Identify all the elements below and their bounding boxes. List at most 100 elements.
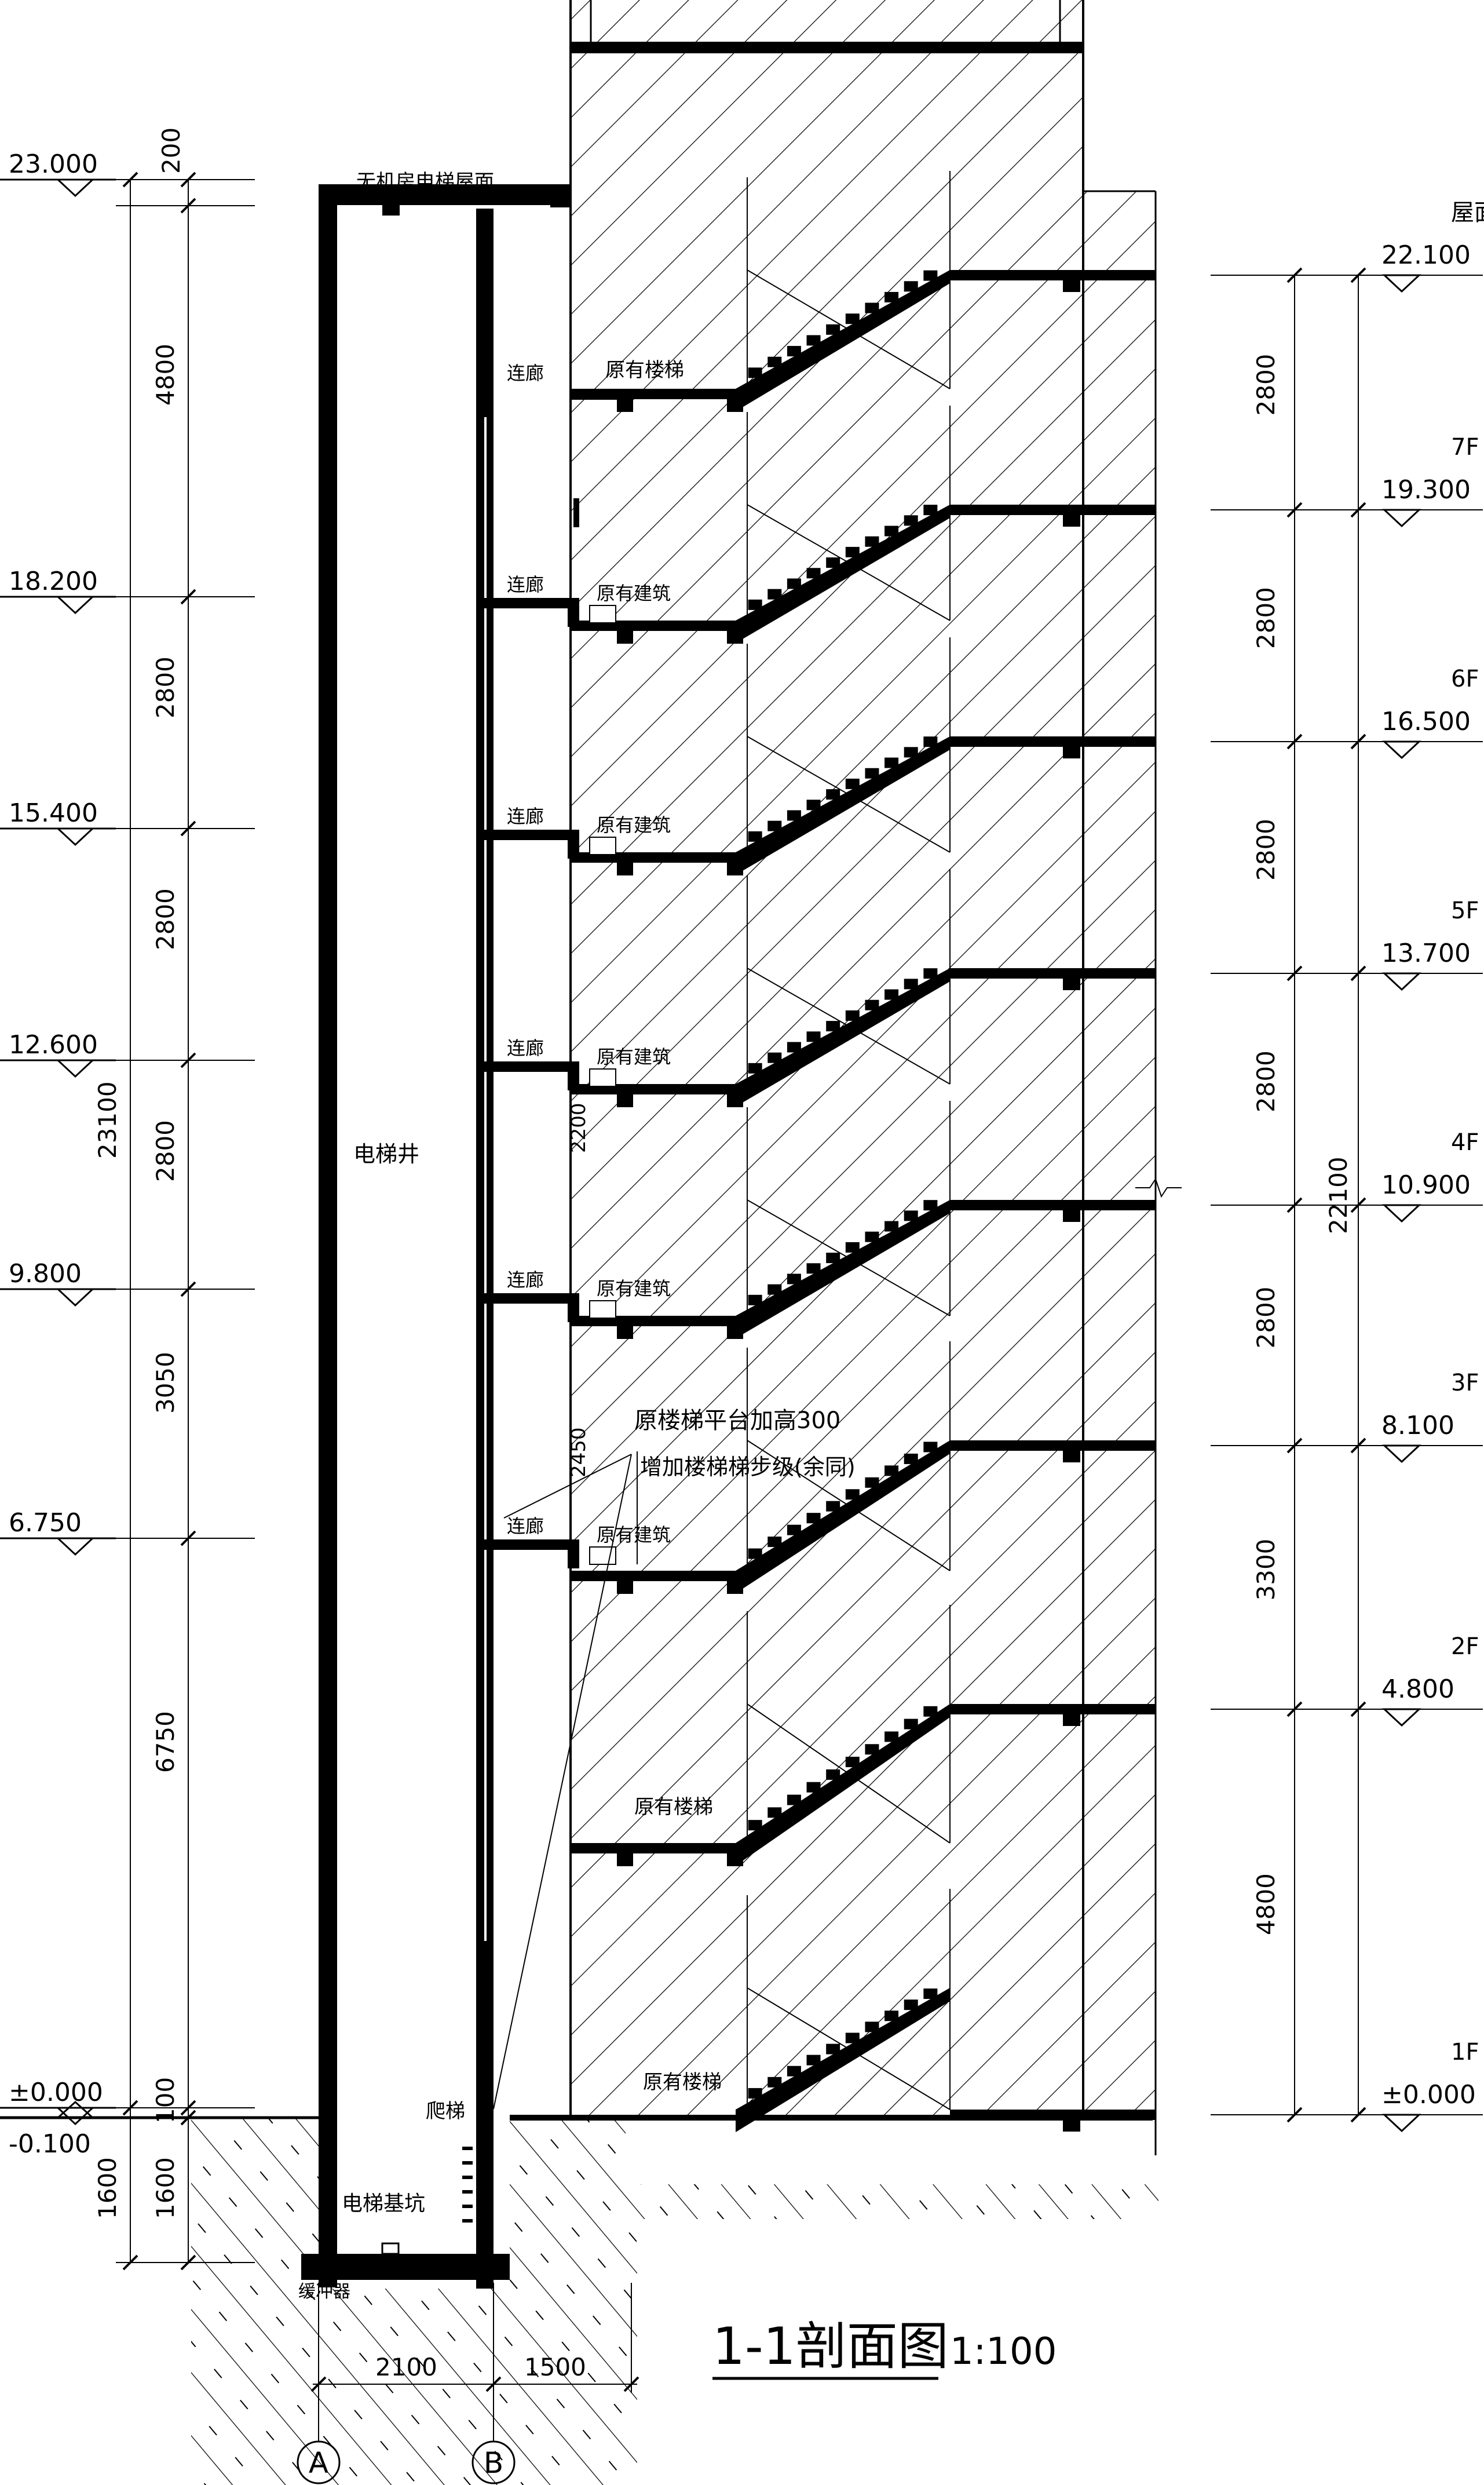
corridors (476, 389, 620, 1568)
elevation-label: -0.100 (9, 2129, 91, 2159)
dim-right-inner: 2800 (1252, 1287, 1280, 1349)
floor-slab (950, 1704, 1156, 1714)
corridor-slab (476, 1061, 575, 1072)
dim-left-inner: 2800 (151, 656, 180, 718)
roof-label: 无机房电梯屋面 (356, 170, 494, 194)
corridor-slab (476, 830, 575, 840)
floor-name: 4F (1451, 1129, 1479, 1156)
dim-left-inner: 200 (157, 127, 185, 174)
dim-left-outer: 1600 (93, 2157, 122, 2219)
axis-a-label: A (309, 2446, 328, 2480)
dim-left-inner: 4800 (151, 344, 180, 406)
floor-slab (950, 1200, 1156, 1210)
existing-stairs (736, 171, 951, 2132)
corridor-label: 连廊 (507, 805, 544, 827)
elevator-shaft (301, 184, 571, 2289)
axis-b-label: B (484, 2446, 503, 2480)
dim-left-outer: 23100 (93, 1081, 122, 1159)
floor-elevation: 13.700 (1381, 939, 1471, 968)
orig-stair-label-top: 原有楼梯 (605, 359, 684, 382)
stair-flight (736, 1988, 950, 2132)
floor-elevation: 10.900 (1381, 1170, 1471, 1200)
dim-right-inner: 3300 (1252, 1539, 1280, 1601)
corridor-label: 连廊 (507, 362, 544, 384)
floor-name: 屋面 (1451, 199, 1484, 226)
pit-ladder (462, 2147, 473, 2223)
floor-name: 6F (1451, 666, 1479, 692)
dim-right-inner: 4800 (1252, 1873, 1280, 1935)
dim-2450: 2450 (567, 1427, 590, 1477)
floor-elevation: 16.500 (1381, 707, 1471, 736)
note-line-2: 增加楼梯梯步级(余同) (640, 1454, 856, 1480)
corridor-label: 连廊 (507, 1269, 544, 1291)
orig-building-label: 原有建筑 (597, 1046, 671, 1068)
orig-stair-label-2: 原有楼梯 (634, 1796, 713, 1819)
existing-top-beam (571, 42, 1083, 53)
elevation-label: 6.750 (9, 1508, 82, 1538)
stair-flight (736, 1440, 950, 1593)
existing-building-hatch-right (1083, 191, 1156, 2115)
floor-elevation: 4.800 (1381, 1674, 1454, 1704)
drawing-title: 1-1剖面图 1:100 (712, 2316, 1057, 2380)
landing-slab (571, 1571, 736, 1581)
floor-name: 5F (1451, 897, 1479, 924)
elevation-label: 23.000 (9, 149, 98, 179)
dim-left-inner: 1600 (151, 2157, 180, 2219)
corridor-slab (476, 1539, 575, 1550)
stair-flight (736, 736, 950, 875)
stair-flight (736, 270, 950, 411)
elevation-label: ±0.000 (9, 2078, 103, 2107)
dim-left-inner: 2800 (151, 888, 180, 950)
buffer-label: 缓冲器 (298, 2282, 350, 2302)
floor-slab (950, 968, 1156, 979)
bottom-dimensions: 2100 1500 A B (297, 2283, 639, 2484)
labels: 无机房电梯屋面 电梯井 电梯基坑 爬梯 缓冲器 原楼梯平台加高300 增加楼梯梯… (298, 170, 856, 2302)
floor-name: 2F (1451, 1633, 1479, 1660)
earth-hatch (191, 2118, 1158, 2485)
stair-flight (736, 1704, 950, 1866)
orig-building-label: 原有建筑 (597, 582, 671, 604)
corridor-slab (476, 1293, 575, 1304)
shaft-label: 电梯井 (353, 1141, 419, 1167)
stair-flight (736, 505, 950, 643)
dim-2200: 2200 (567, 1103, 590, 1153)
corridor-label: 连廊 (507, 574, 544, 596)
note-line-1: 原楼梯平台加高300 (634, 1407, 840, 1434)
orig-building-label: 原有建筑 (597, 814, 671, 836)
dim-left-inner: 3050 (151, 1352, 180, 1414)
floor-slab (950, 736, 1156, 747)
dim-right-inner: 2800 (1252, 819, 1280, 881)
elevation-label: 18.200 (9, 567, 98, 596)
dim-right-inner: 2800 (1252, 354, 1280, 416)
corridor-label: 连廊 (507, 1515, 544, 1537)
floor-elevation: 8.100 (1381, 1411, 1454, 1440)
dim-left-inner: 6750 (151, 1711, 180, 1773)
existing-floor-slabs (571, 270, 1156, 2132)
floor-elevation: ±0.000 (1381, 2080, 1476, 2110)
ladder-label: 爬梯 (426, 2100, 465, 2123)
floor-slab (950, 270, 1156, 280)
stair-flight (736, 968, 950, 1107)
floor-slab (950, 1440, 1156, 1451)
left-dimension-chain: 23.000 18.200 15.400 12.600 9.800 6.750 ±0.000… (0, 127, 255, 2271)
dim-bottom-1: 2100 (375, 2353, 437, 2381)
axis-b-bubble (471, 2440, 516, 2484)
elevation-label: 12.600 (9, 1030, 98, 1060)
title-main: 1-1剖面图 (712, 2316, 949, 2376)
dim-right-outer: 22100 (1324, 1156, 1353, 1234)
orig-building-label: 原有建筑 (597, 1524, 671, 1546)
floor-elevation: 22.100 (1381, 240, 1471, 270)
axis-a-bubble (297, 2440, 341, 2484)
note-leaders (493, 1451, 638, 2110)
floor-name: 7F (1451, 434, 1479, 461)
shaft-roof-slab (319, 184, 571, 205)
floor-slab (950, 505, 1156, 515)
right-dimension-chain: 屋面22.1007F19.3006F16.5005F13.7004F10.900… (1135, 199, 1484, 2133)
dim-right-inner: 2800 (1252, 1050, 1280, 1112)
elevation-label: 9.800 (9, 1259, 82, 1289)
dim-right-inner: 2800 (1252, 587, 1280, 649)
dim-bottom-2: 1500 (524, 2353, 586, 2381)
orig-building-label: 原有建筑 (597, 1278, 671, 1300)
elevation-label: 15.400 (9, 798, 98, 828)
